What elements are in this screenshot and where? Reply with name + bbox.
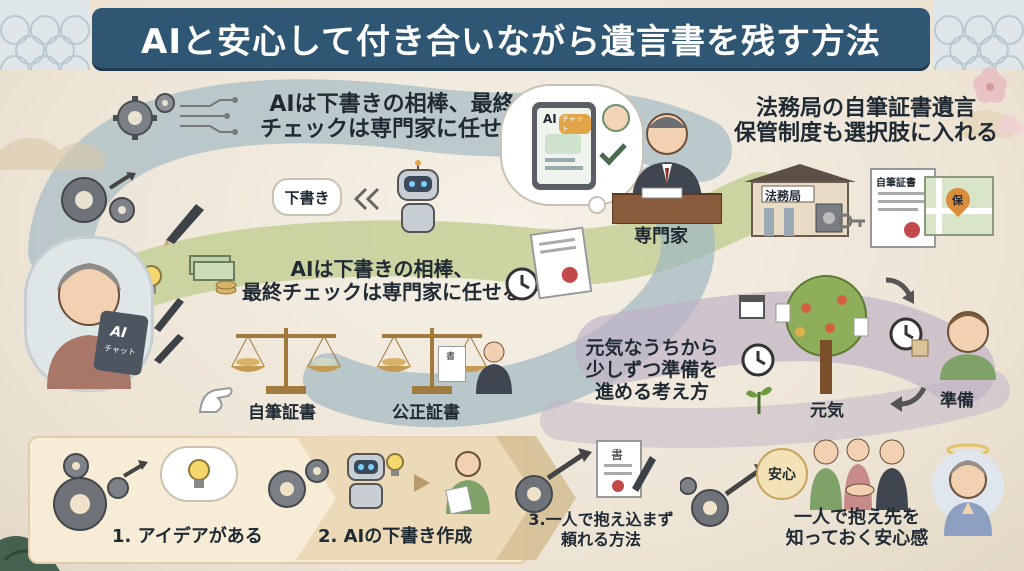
heading-line: 少しずつ準備を: [585, 358, 719, 381]
heading-line: 進める考え方: [594, 380, 709, 403]
heading-line: 最終チェックは専門家に任せる: [242, 280, 522, 304]
gear-step1b-icon: [268, 470, 306, 508]
sprout-icon: [746, 386, 772, 414]
heading-ai-partner-2: AIは下書きの相棒、 最終チェックは専門家に任せる: [232, 258, 532, 304]
scale-kousei-icon: [376, 328, 488, 394]
idea-thought-bubble: [160, 446, 238, 502]
person-junbi-icon: [940, 311, 996, 380]
draft-label: 下書き: [284, 188, 330, 207]
genki-label: 元気: [810, 401, 844, 421]
gear-small-icon: [305, 459, 329, 483]
step2-label: 2. AIの下書き作成: [318, 526, 473, 547]
heading-line: 一人で抱え先を: [794, 507, 920, 528]
money-stack-icon: [189, 255, 237, 295]
jihitsu-label: 自筆証書: [248, 403, 316, 423]
kousei-document-icon: 書: [438, 346, 466, 382]
robot-step2-icon: [347, 453, 385, 509]
arrow-left-icon: [890, 386, 927, 412]
heading-houmukyoku: 法務局の自筆証書遺言 保管制度も選択肢に入れる: [716, 96, 1016, 147]
arrow-down-right-icon: [885, 277, 914, 304]
clock-document-icon: [889, 317, 929, 357]
heading-line: チェックは専門家に任せる: [259, 117, 524, 143]
expert-at-desk-illustration: [612, 113, 722, 224]
doc-title: 自筆証書: [876, 178, 916, 189]
pen-small-icon: [154, 298, 184, 332]
corner-wave-pattern: [0, 0, 90, 70]
heading-line: 保管制度も選択肢に入れる: [733, 121, 998, 147]
angel-grandma-icon: [932, 443, 1004, 536]
key-icon: [838, 213, 865, 229]
tablet-icon: AI チャット: [532, 102, 596, 190]
tablet-chat-badge: チャット: [559, 114, 591, 134]
clock-icon: [505, 267, 539, 301]
thought-bubble: AI チャット: [500, 84, 644, 206]
doc-mark: 書: [446, 352, 456, 362]
grandma-tablet-ai: AI: [109, 323, 128, 342]
heading-line: AIは下書きの相棒、最終: [269, 92, 515, 117]
handshake-people-icon: [810, 438, 908, 510]
robot-icon: [397, 160, 439, 233]
heading-line: 法務局の自筆証書遺言: [755, 96, 976, 121]
expert-label: 専門家: [634, 226, 688, 247]
map-icon: 保: [924, 176, 994, 236]
person-writing-icon: [445, 451, 490, 514]
draft-speech-bubble: 下書き: [272, 178, 342, 216]
anshin-badge: 安心: [756, 448, 808, 500]
gear-arrow-step3-icon: [515, 448, 592, 513]
play-arrow-icon: [414, 474, 430, 492]
sakura-flowers: [973, 67, 1023, 135]
check-icon: [599, 143, 627, 166]
calendar-icon: [739, 295, 765, 319]
tree-icon: [775, 275, 869, 394]
heading-line: 知っておく安心感: [785, 527, 929, 549]
grandma-portrait: AI チャット: [24, 236, 154, 392]
page-title: AIと安心して付き合いながら遺言書を残す方法: [141, 21, 881, 62]
bubble-dot: [588, 196, 606, 214]
lightbulb-small-icon: [386, 453, 404, 476]
heading-line: AIは下書きの相棒、: [290, 257, 474, 281]
heading-ai-partner: AIは下書きの相棒、最終 チェックは専門家に任せる: [232, 92, 552, 143]
heading-final: 一人で抱え先を 知っておく安心感: [762, 507, 952, 549]
corner-wave-pattern-right: [934, 0, 1024, 70]
clock-icon-2: [741, 343, 775, 377]
tablet-ai-label: AI: [543, 112, 557, 126]
grandma-tablet-chat: チャット: [103, 343, 137, 358]
hand-icon: [198, 386, 233, 413]
kousei-label: 公正証書: [392, 403, 460, 423]
scale-jihitsu-icon: [230, 328, 342, 394]
pen-step3-icon: [632, 456, 656, 492]
junbi-label: 準備: [940, 391, 974, 411]
doc-mark-step3: 書: [611, 448, 624, 462]
title-banner: AIと安心して付き合いながら遺言書を残す方法: [92, 8, 930, 68]
certificate-document-icon: [529, 226, 593, 300]
gear-icon: [113, 93, 175, 140]
circuit-lines-icon: [180, 97, 238, 135]
gear-cluster-icon: [61, 172, 136, 223]
person-avatar-icon: [602, 104, 630, 132]
pen-icon: [164, 204, 204, 246]
step3-line: 3.一人で抱え込まず: [528, 510, 674, 529]
chevron-left-icon: [353, 187, 380, 211]
pen-small-icon-2: [154, 334, 184, 364]
grandma-tablet: AI チャット: [93, 309, 149, 377]
heading-genki: 元気なうちから 少しずつ準備を 進める考え方: [572, 337, 732, 404]
anshin-label: 安心: [768, 467, 796, 483]
gears-step1-icon: [53, 453, 148, 531]
notary-person-icon: [476, 341, 512, 394]
houmukyoku-sign: 法務局: [765, 189, 802, 203]
step1-label: 1. アイデアがある: [112, 526, 263, 547]
step3-label: 3.一人で抱え込まず 頼れる方法: [528, 510, 674, 550]
map-pin-label: 保: [952, 194, 963, 207]
houmukyoku-building-icon: [744, 164, 856, 237]
step3-line: 頼れる方法: [560, 530, 641, 549]
heading-line: 元気なうちから: [585, 337, 719, 359]
lightbulb-idea-icon: [188, 459, 210, 488]
